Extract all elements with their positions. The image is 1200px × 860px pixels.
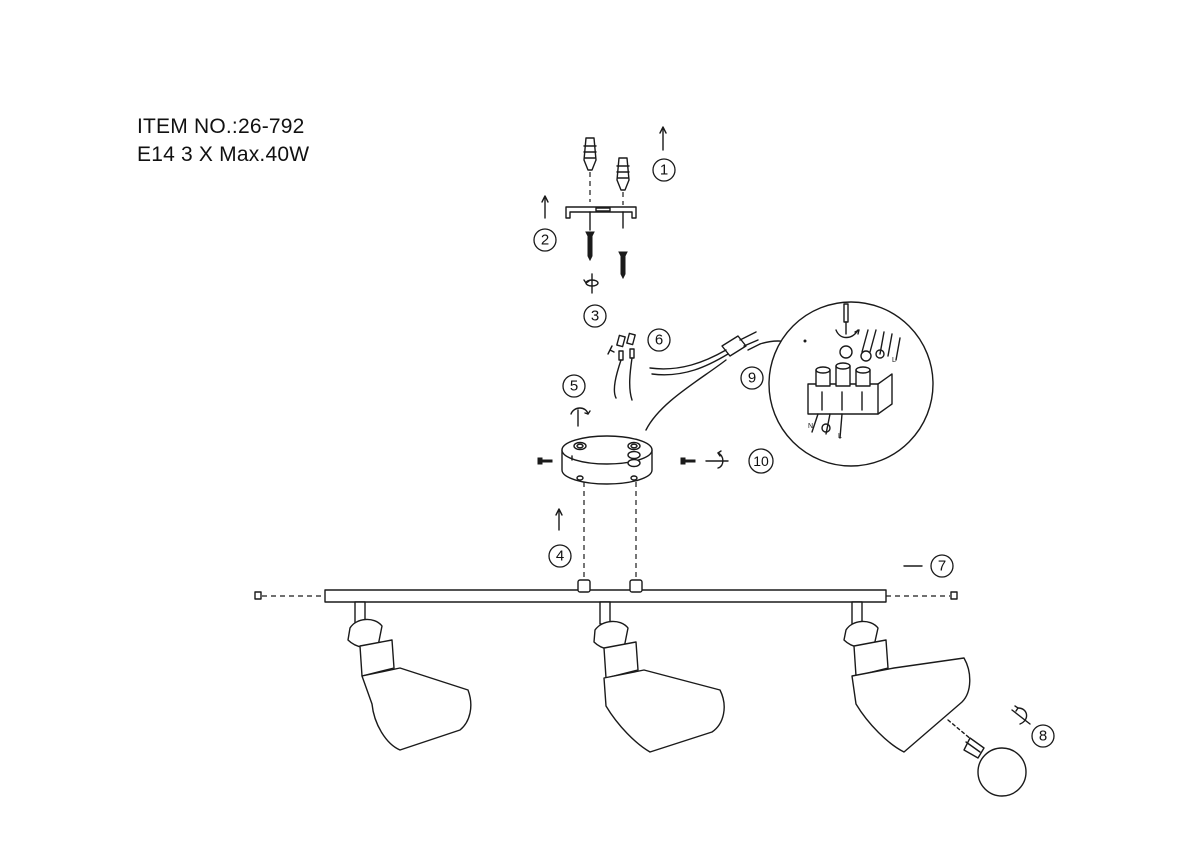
rotate-arrow-icon-canopy	[570, 407, 591, 427]
callout-1: 1	[652, 158, 676, 182]
callout-9: 9	[740, 366, 764, 390]
svg-text:10: 10	[753, 453, 769, 469]
supply-cable	[645, 331, 797, 431]
ceiling-canopy	[561, 435, 653, 485]
svg-text:7: 7	[938, 558, 946, 575]
svg-text:3: 3	[591, 308, 599, 325]
rotate-arrow-icon-bulb	[1011, 705, 1031, 725]
callout-8: 8	[1031, 724, 1055, 748]
svg-text:9: 9	[748, 370, 756, 387]
fixing-screws	[585, 231, 628, 280]
mounting-bracket	[565, 206, 637, 231]
callout-7: 7	[930, 554, 954, 578]
svg-text:4: 4	[556, 548, 564, 565]
terminal-label-l-top: L	[892, 357, 896, 364]
terminal-label-l-bottom: L	[838, 433, 842, 440]
wall-plugs	[583, 137, 630, 205]
svg-text:6: 6	[655, 332, 663, 349]
canopy-side-screws	[537, 457, 696, 465]
direction-arrows	[541, 126, 923, 567]
callout-5: 5	[562, 374, 586, 398]
svg-text:2: 2	[541, 232, 549, 249]
spotlight-right	[843, 601, 971, 753]
svg-text:1: 1	[660, 162, 668, 179]
light-bulb	[947, 719, 1027, 797]
terminal-label-n-bottom: N	[808, 423, 813, 430]
callout-2: 2	[533, 228, 557, 252]
rotate-arrow-icon-side	[705, 450, 729, 469]
terminal-block-detail: N L N L	[768, 301, 934, 467]
mounting-bar	[254, 579, 958, 603]
spotlight-left	[347, 601, 472, 751]
svg-text:5: 5	[570, 378, 578, 395]
rotate-arrow-icon	[583, 273, 599, 294]
callout-3: 3	[583, 304, 607, 328]
item-number: ITEM NO.:26-792	[137, 115, 305, 138]
callout-4: 4	[548, 544, 572, 568]
wire-connectors	[607, 332, 636, 401]
callout-6: 6	[647, 328, 671, 352]
spotlight-center	[593, 601, 725, 753]
callout-10: 10	[748, 448, 774, 474]
bulb-spec: E14 3 X Max.40W	[137, 143, 310, 166]
item-header: ITEM NO.:26-792 E14 3 X Max.40W	[137, 113, 309, 169]
svg-text:8: 8	[1039, 728, 1047, 745]
